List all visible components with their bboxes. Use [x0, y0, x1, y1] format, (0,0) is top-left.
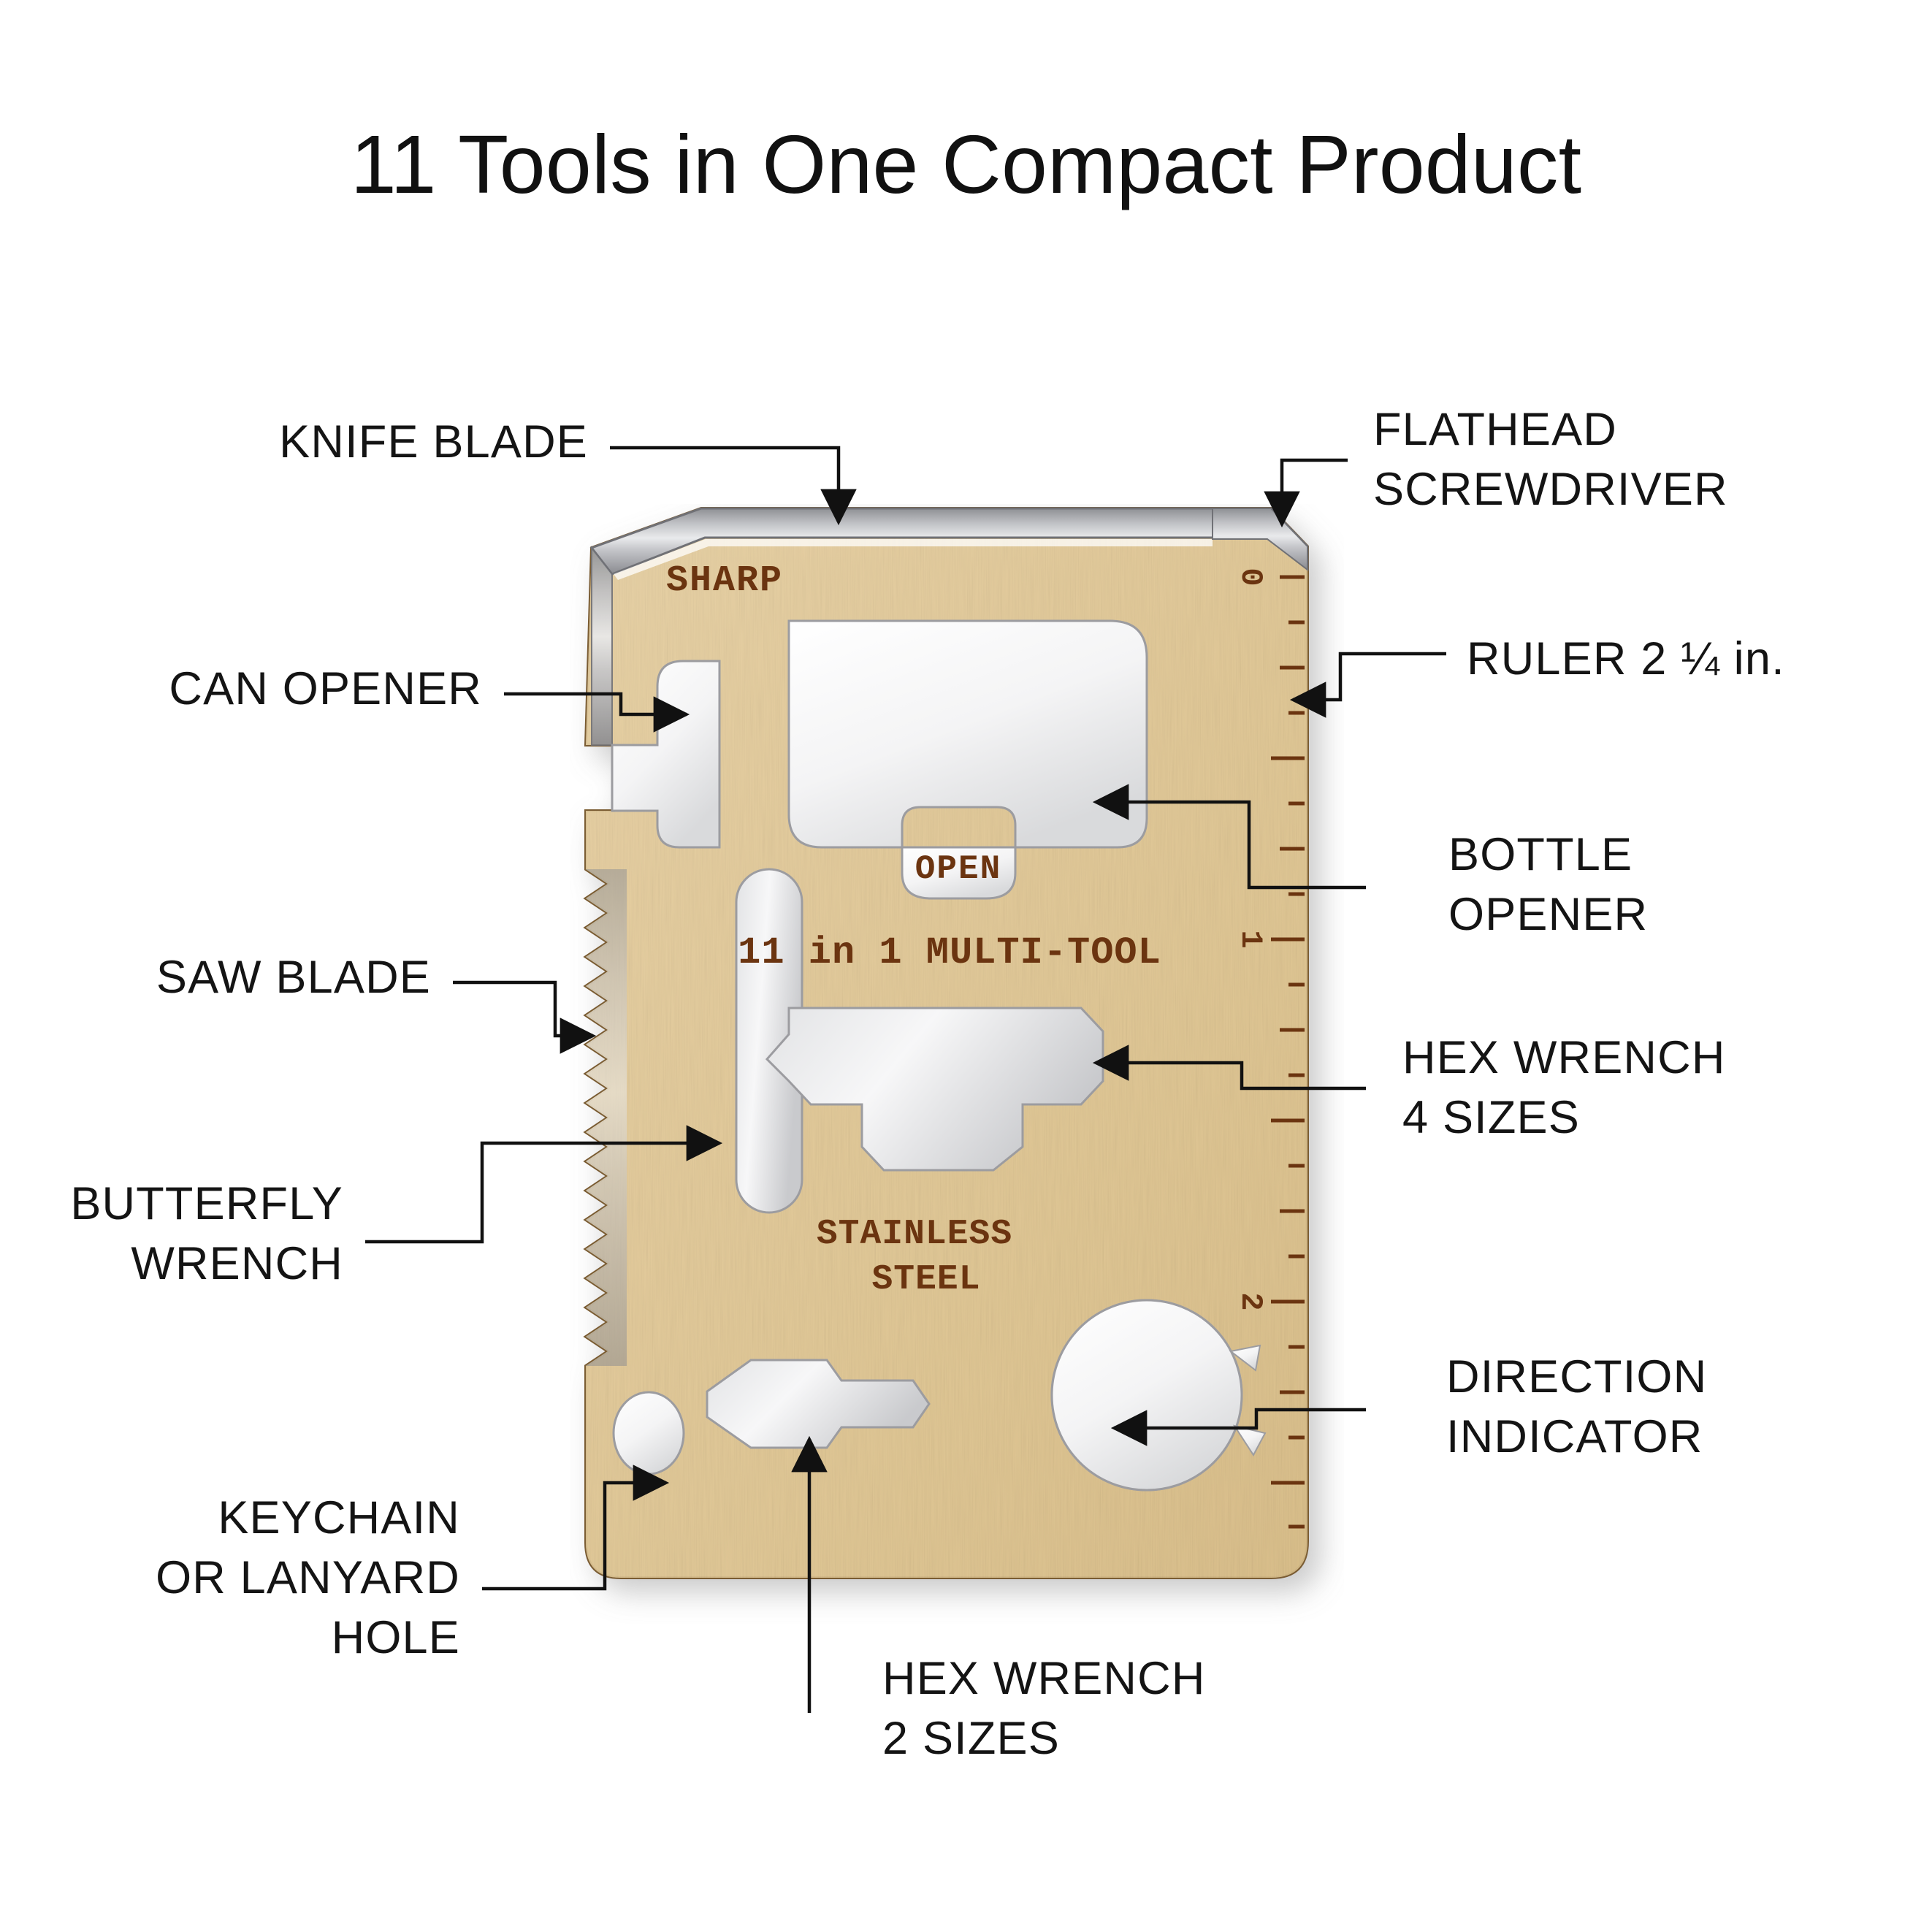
hex-wrench-4-sizes-slot: [765, 1007, 1104, 1172]
callout-hex-wrench-4: HEX WRENCH 4 SIZES: [1402, 1032, 1726, 1143]
direction-indicator-hole: [1050, 1299, 1267, 1492]
engraving-sharp: SHARP: [666, 560, 783, 602]
engraving-material-line2: STEEL: [871, 1260, 980, 1299]
hex-wrench-2-sizes-slot: [706, 1359, 931, 1449]
ruler-mark-0: 0: [1233, 568, 1268, 586]
engraving-open: OPEN: [915, 850, 1001, 888]
can-opener-slot: [611, 660, 721, 849]
multitool-card-image: 0 1 2 SHARP OPEN 11 in 1 MULTI-TOOL STAI…: [583, 507, 1309, 1579]
page-title: 11 Tools in One Compact Product: [350, 118, 1582, 210]
callout-knife-blade: KNIFE BLADE: [279, 416, 588, 467]
keychain-lanyard-hole: [612, 1391, 685, 1475]
bottle-opener-window: [787, 619, 1148, 900]
callout-can-opener: CAN OPENER: [169, 663, 482, 714]
ruler-mark-2: 2: [1233, 1292, 1268, 1310]
ruler-mark-1: 1: [1233, 930, 1268, 948]
callout-saw-blade: SAW BLADE: [156, 952, 431, 1003]
callout-keychain-hole: KEYCHAIN OR LANYARD HOLE: [156, 1492, 460, 1663]
engraving-multitool: 11 in 1 MULTI-TOOL: [738, 931, 1161, 974]
engraving-material-line1: STAINLESS: [817, 1215, 1012, 1254]
callout-direction-indicator: DIRECTION INDICATOR: [1446, 1351, 1708, 1462]
callout-ruler: RULER 2 ¼ in.: [1467, 633, 1785, 684]
callout-butterfly-wrench: BUTTERFLY WRENCH: [70, 1178, 343, 1289]
callout-hex-wrench-2: HEX WRENCH 2 SIZES: [882, 1653, 1206, 1764]
callout-flathead-screwdriver: FLATHEAD SCREWDRIVER: [1373, 404, 1728, 515]
callout-bottle-opener: BOTTLE OPENER: [1448, 829, 1649, 940]
